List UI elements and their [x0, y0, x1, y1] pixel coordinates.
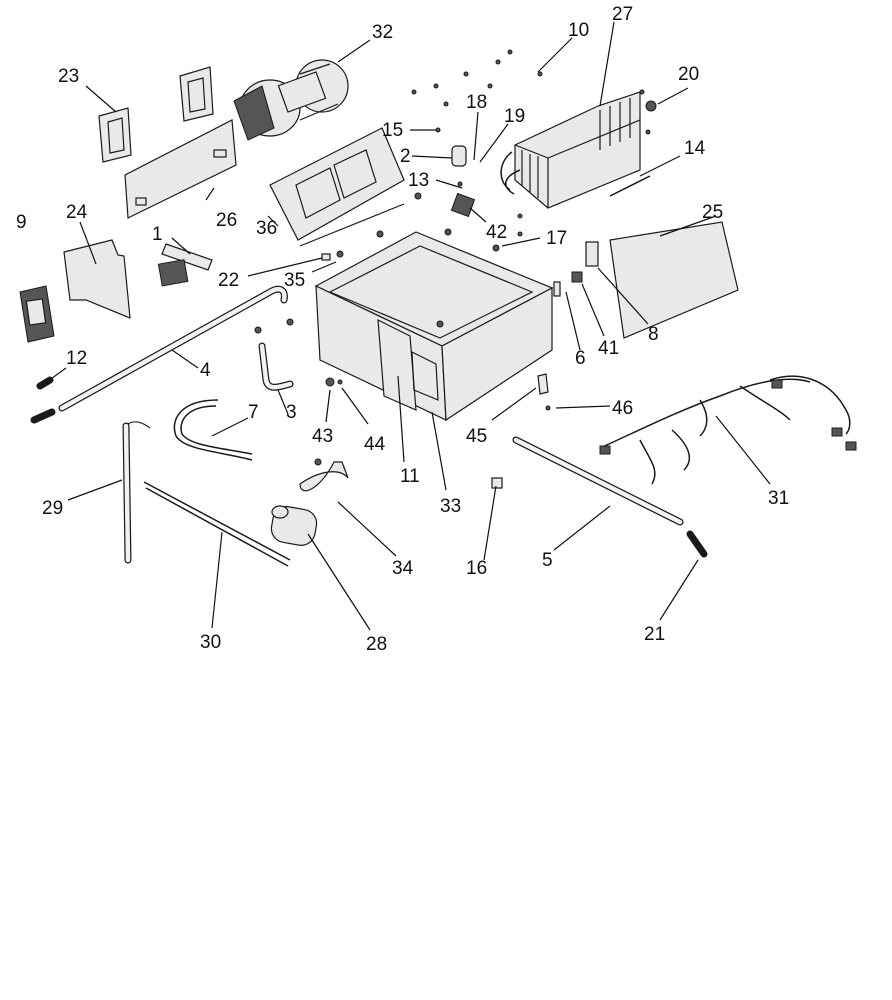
wiring-harness-part — [599, 375, 857, 485]
part-number-labels: 1 2 3 4 5 6 7 8 9 10 11 12 13 14 15 16 1… — [16, 4, 789, 655]
label-31: 31 — [768, 488, 789, 509]
panel-slot — [135, 197, 147, 206]
label-11: 11 — [400, 466, 420, 487]
clip-16-part — [491, 477, 503, 489]
label-7: 7 — [248, 402, 259, 423]
label-28: 28 — [366, 634, 387, 655]
label-12: 12 — [66, 348, 87, 369]
bracket-34-part — [299, 461, 349, 492]
fitting-21-part — [686, 530, 708, 558]
label-1: 1 — [152, 224, 163, 245]
label-42: 42 — [486, 222, 507, 243]
leader-lines — [43, 21, 771, 631]
nut-43-part — [325, 377, 335, 387]
label-29: 29 — [42, 498, 63, 519]
label-43: 43 — [312, 426, 333, 447]
label-21: 21 — [644, 624, 665, 645]
label-30: 30 — [200, 632, 221, 653]
cover-panel-part — [269, 127, 405, 241]
grommet-20-part — [645, 100, 657, 112]
part-drawings — [19, 49, 857, 567]
evaporator-core-part — [500, 91, 641, 209]
label-15: 15 — [382, 120, 403, 141]
label-13: 13 — [408, 170, 429, 191]
label-36: 36 — [256, 218, 277, 239]
panel-24-part — [63, 239, 131, 319]
label-24: 24 — [66, 202, 88, 223]
rod-part — [299, 203, 405, 247]
label-35: 35 — [284, 270, 305, 291]
hose-30-part — [143, 481, 291, 561]
clip-8-part — [585, 241, 599, 267]
fitting-part — [30, 408, 56, 424]
clip-41-part — [571, 271, 583, 283]
blower-part — [233, 59, 349, 141]
label-26: 26 — [216, 210, 237, 231]
small-fasteners — [254, 49, 651, 466]
label-33: 33 — [440, 496, 461, 517]
resistor-42-part — [450, 192, 476, 218]
label-32: 32 — [372, 22, 393, 43]
label-44: 44 — [364, 434, 386, 455]
label-4: 4 — [200, 360, 211, 381]
label-19: 19 — [504, 106, 525, 127]
washer-44-part — [337, 379, 343, 385]
switch-part — [19, 285, 55, 343]
label-8: 8 — [648, 324, 659, 345]
bracket-45-part — [537, 373, 549, 395]
valve-bracket-part — [157, 243, 213, 287]
dot-46-part — [545, 405, 551, 411]
panel-26-part — [124, 119, 237, 219]
label-10: 10 — [568, 20, 589, 41]
filter-block-part — [98, 66, 214, 163]
screw-6-part — [553, 281, 561, 297]
label-23: 23 — [58, 66, 79, 87]
label-6: 6 — [575, 348, 586, 369]
label-9: 9 — [16, 212, 27, 233]
label-14: 14 — [684, 138, 706, 159]
label-22: 22 — [218, 270, 239, 291]
label-20: 20 — [678, 64, 699, 85]
label-25: 25 — [702, 202, 723, 223]
sensor-2-part — [451, 145, 467, 167]
label-34: 34 — [392, 558, 414, 579]
label-45: 45 — [466, 426, 487, 447]
label-46: 46 — [612, 398, 633, 419]
hose-7-part — [173, 399, 253, 461]
label-17: 17 — [546, 228, 567, 249]
sensor-14-part — [609, 175, 651, 197]
housing-tray-part — [314, 231, 554, 422]
panel-slot — [213, 149, 227, 158]
label-16: 16 — [466, 558, 487, 579]
receiver-drier-part — [270, 505, 318, 546]
label-18: 18 — [466, 92, 487, 113]
label-27: 27 — [612, 4, 633, 25]
label-2: 2 — [400, 146, 411, 167]
label-5: 5 — [542, 550, 553, 571]
label-41: 41 — [598, 338, 619, 359]
label-3: 3 — [286, 402, 297, 423]
screw-22-part — [321, 253, 331, 261]
panel-25-part — [609, 221, 739, 339]
